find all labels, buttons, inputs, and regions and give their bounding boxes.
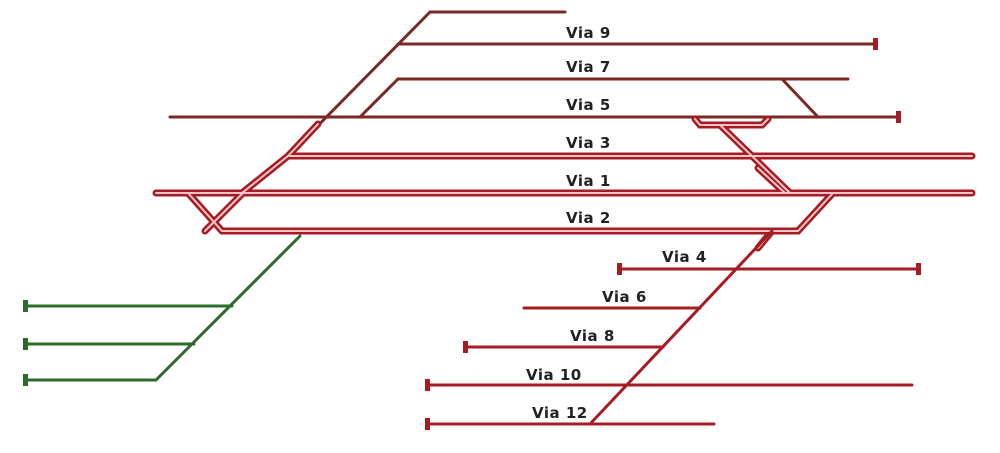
- label-via-3: Via 3: [566, 134, 611, 152]
- green-buffer-stop-1: [23, 300, 28, 312]
- buffer-stop-via-12: [425, 418, 430, 430]
- buffer-stop-via-4-left: [617, 263, 622, 275]
- buffer-stop-via-9: [873, 38, 878, 50]
- via-1-mid-crossover-highlight: [757, 167, 786, 194]
- buffer-stop-via-5: [896, 111, 901, 123]
- main-track-group: [152, 115, 976, 252]
- lower-track-group: [426, 229, 920, 426]
- track-via-2-outline: [184, 189, 837, 235]
- label-via-2: Via 2: [566, 209, 611, 227]
- pocket-connector-highlight: [719, 124, 753, 157]
- green-ladder-diagonal: [154, 234, 302, 382]
- label-via-7: Via 7: [566, 58, 611, 76]
- upper-track-group: [168, 10, 900, 158]
- label-via-9: Via 9: [566, 24, 611, 42]
- pocket-track-highlight: [694, 118, 769, 126]
- label-via-12: Via 12: [532, 404, 588, 422]
- green-buffer-stops: [23, 300, 28, 386]
- upper-buffer-stops: [873, 38, 901, 123]
- track-via-2-highlight: [187, 192, 834, 232]
- green-buffer-stop-2: [23, 338, 28, 350]
- label-via-1: Via 1: [566, 172, 611, 190]
- upper-short-diagonal-highlight: [287, 123, 319, 157]
- label-via-5: Via 5: [566, 96, 611, 114]
- track-labels: Via 9 Via 7 Via 5 Via 3 Via 1 Via 2 Via …: [526, 24, 707, 422]
- via-7-right-connector: [780, 77, 820, 119]
- buffer-stop-via-10: [425, 379, 430, 391]
- label-via-8: Via 8: [570, 327, 615, 345]
- buffer-stop-via-4-right: [916, 263, 921, 275]
- lower-buffer-stops: [425, 263, 921, 430]
- label-via-10: Via 10: [526, 366, 582, 384]
- label-via-4: Via 4: [662, 248, 707, 266]
- via-1-right-crossover-highlight: [751, 155, 791, 194]
- lower-ladder-diagonal: [588, 229, 774, 426]
- green-yard-group: [24, 234, 302, 382]
- green-buffer-stop-3: [23, 374, 28, 386]
- buffer-stop-via-8: [463, 341, 468, 353]
- via-7-left-connector: [358, 77, 400, 119]
- label-via-6: Via 6: [602, 288, 647, 306]
- via-3-left-crossover-highlight: [204, 192, 244, 232]
